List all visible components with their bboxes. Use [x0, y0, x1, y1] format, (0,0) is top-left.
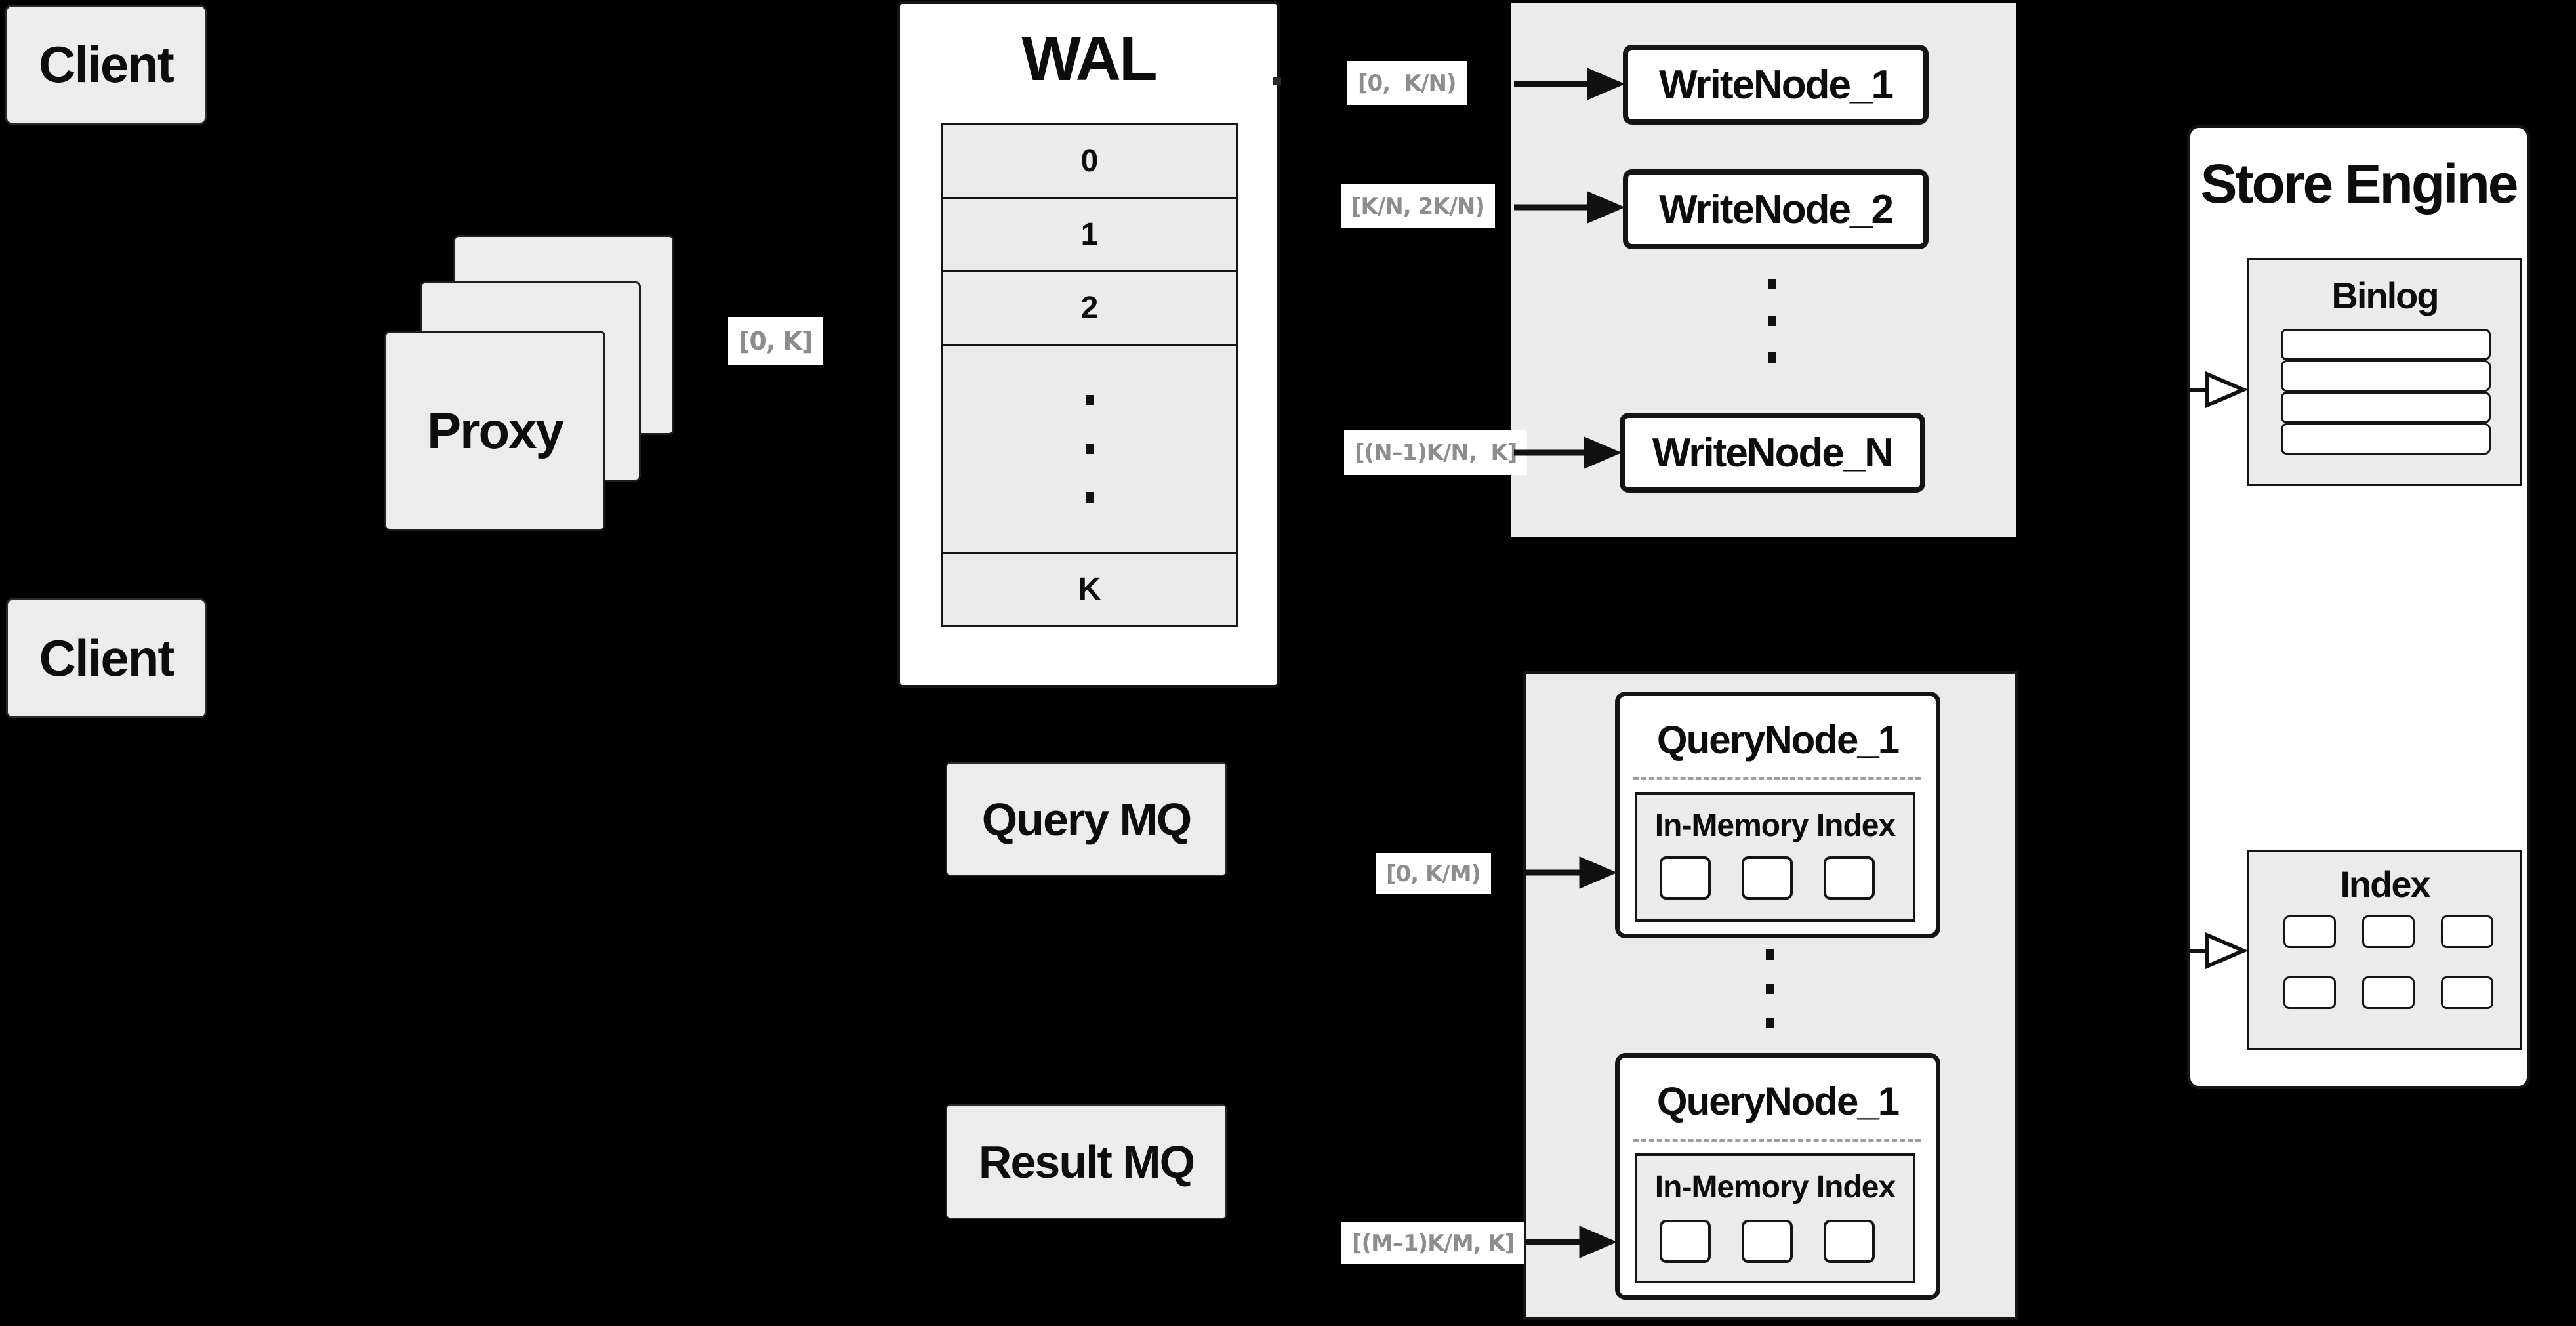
range-chip-write-2: [K/N, 2K/N) [1341, 184, 1495, 228]
wal-segment-k: K [941, 552, 1238, 627]
result-mq-box: Result MQ [946, 1104, 1227, 1219]
memory-segment-cell [1660, 856, 1711, 900]
range-chip-write-1: [0, K/N) [1347, 61, 1467, 105]
index-cell [2362, 915, 2415, 948]
index-cell [2362, 976, 2415, 1009]
wal-vertical-ellipsis-icon [941, 344, 1238, 554]
binlog-row [2281, 392, 2491, 423]
memory-segment-cell [1660, 1220, 1711, 1263]
range-chip-proxy-wal: [0, K] [728, 317, 823, 365]
query-node-bottom-divider [1633, 1139, 1921, 1142]
query-node-bottom-title: QueryNode_1 [1656, 1079, 1900, 1123]
memory-segment-cell [1742, 856, 1793, 900]
wal-title: WAL [1021, 24, 1157, 94]
binlog-row [2281, 423, 2491, 455]
index-cell [2283, 976, 2336, 1009]
write-node-n: WriteNode_N [1620, 413, 1925, 493]
range-chip-query-1: [0, K/M) [1376, 853, 1492, 894]
proxy-label: Proxy [427, 402, 564, 459]
binlog-title: Binlog [2331, 274, 2439, 316]
client-top-label: Client [39, 35, 174, 93]
range-chip-query-m: [(M–1)K/M, K] [1341, 1222, 1525, 1264]
write-node-1: WriteNode_1 [1623, 45, 1929, 125]
query-node-top-divider [1633, 777, 1921, 780]
in-memory-index-title-bottom: In-Memory Index [1654, 1169, 1896, 1205]
memory-segment-cell [1742, 1220, 1793, 1263]
write-nodes-vertical-ellipsis-icon [1764, 262, 1780, 380]
client-box-bottom: Client [6, 598, 207, 718]
memory-segment-cell [1824, 856, 1875, 900]
query-node-top-title: QueryNode_1 [1656, 717, 1900, 762]
wal-segment-0: 0 [941, 123, 1238, 199]
store-engine-title: Store Engine [2200, 152, 2518, 215]
wal-segment-1: 1 [941, 197, 1238, 272]
memory-segment-cell [1824, 1220, 1875, 1263]
query-mq-box: Query MQ [946, 762, 1227, 876]
client-box-top: Client [5, 5, 207, 125]
query-nodes-vertical-ellipsis-icon [1762, 940, 1778, 1038]
index-cell [2441, 915, 2493, 948]
client-bottom-label: Client [39, 629, 175, 687]
in-memory-index-title-top: In-Memory Index [1654, 808, 1896, 843]
binlog-row [2281, 360, 2491, 392]
range-chip-write-n: [(N–1)K/N, K] [1344, 430, 1528, 475]
proxy-box: Proxy [384, 331, 605, 531]
binlog-row [2281, 329, 2491, 360]
wal-segment-2: 2 [941, 270, 1238, 346]
index-title: Index [2340, 863, 2430, 905]
write-node-2: WriteNode_2 [1623, 169, 1929, 249]
index-cell [2441, 976, 2493, 1009]
index-cell [2283, 915, 2336, 948]
